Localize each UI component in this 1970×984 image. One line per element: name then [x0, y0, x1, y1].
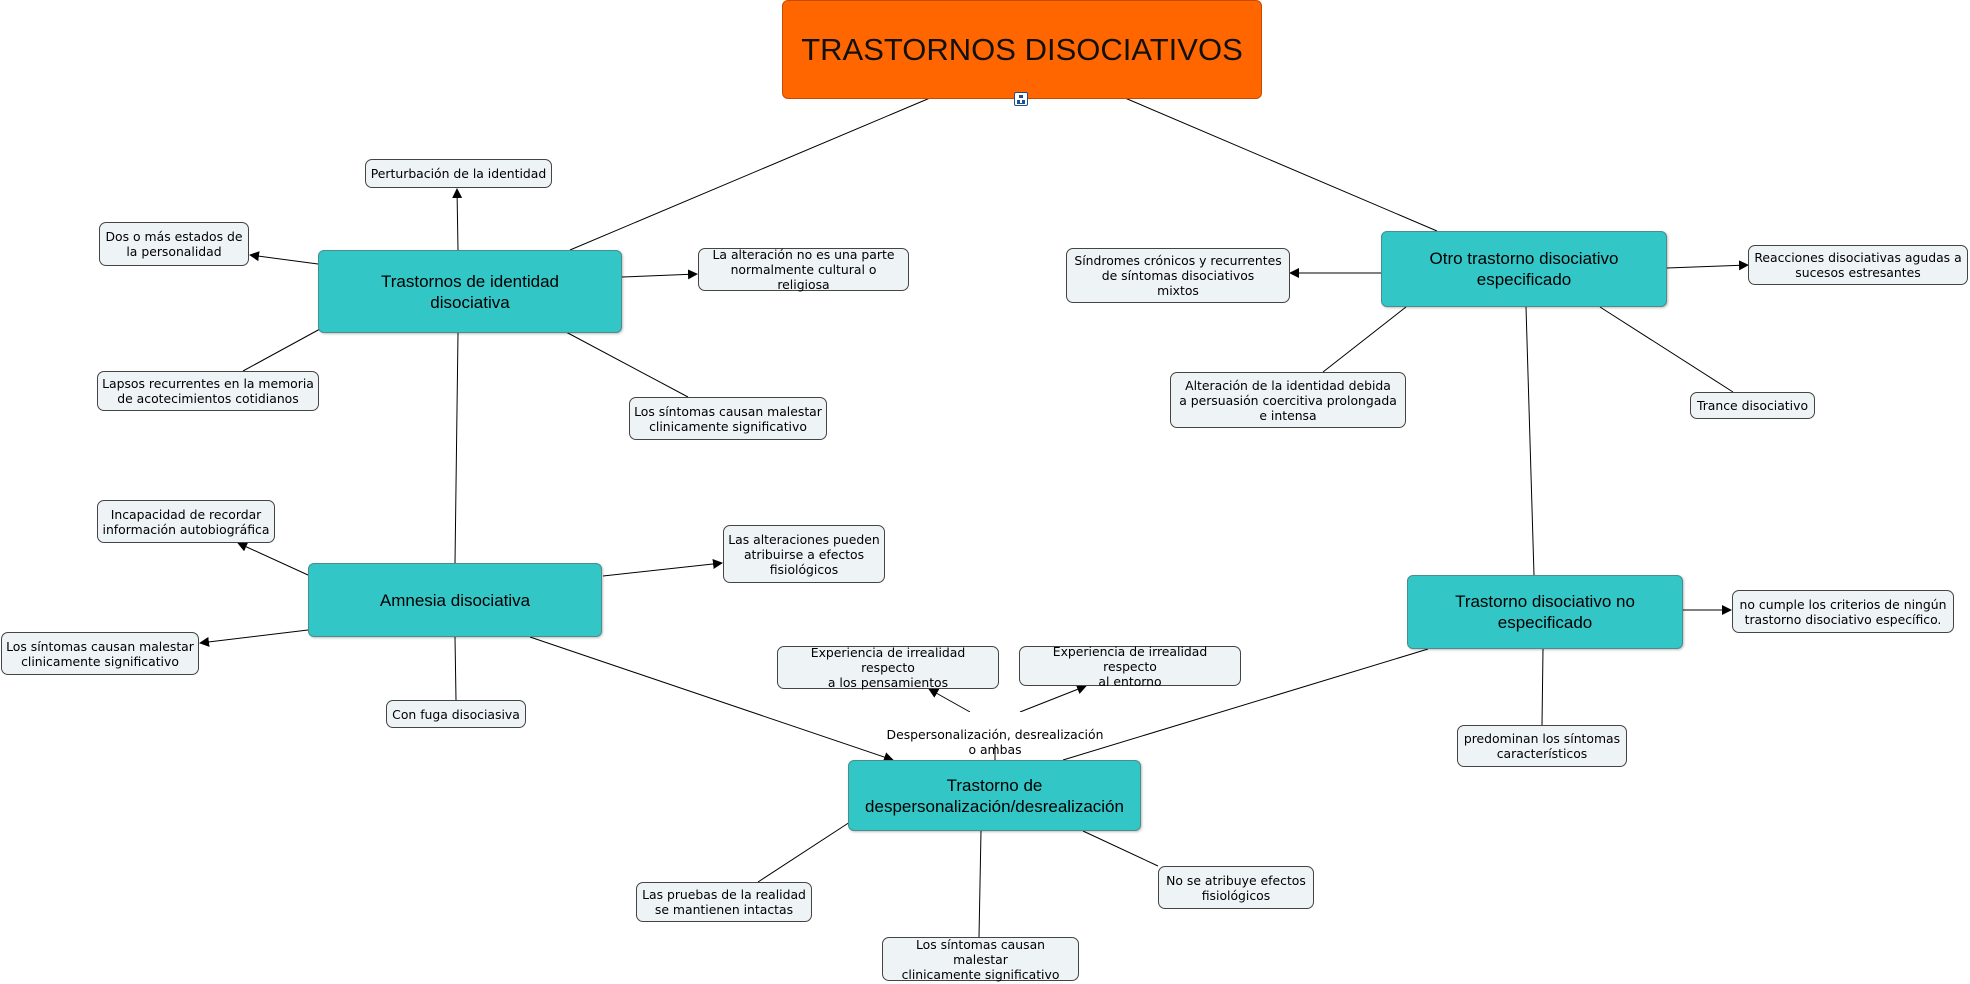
line-connector	[1062, 648, 1429, 761]
leaf-text: Con fuga disociasiva	[392, 706, 520, 722]
leaf-efectos-fisiologicos[interactable]: Las alteraciones pueden atribuirse a efe…	[723, 525, 885, 583]
line-connector	[454, 332, 459, 564]
node-no-especificado[interactable]: Trastorno disociativo no especificado	[1407, 575, 1683, 649]
leaf-text: No se atribuye efectos fisiológicos	[1166, 872, 1306, 903]
leaf-lapsos[interactable]: Lapsos recurrentes en la memoria de acot…	[97, 371, 319, 411]
leaf-text: no cumple los criterios de ningún trasto…	[1739, 596, 1947, 627]
line-connector	[565, 331, 689, 398]
leaf-reacciones[interactable]: Reacciones disociativas agudas a sucesos…	[1748, 245, 1968, 285]
leaf-fuga[interactable]: Con fuga disociasiva	[386, 700, 526, 728]
leaf-text: La alteración no es una parte normalment…	[712, 247, 895, 292]
line-connector	[978, 830, 982, 938]
node-label: Trastornos de identidad disociativa	[381, 271, 559, 312]
node-amnesia-disociativa[interactable]: Amnesia disociativa	[308, 563, 602, 637]
line-connector	[1322, 306, 1407, 373]
leaf-text: Reacciones disociativas agudas a sucesos…	[1754, 250, 1962, 280]
line-connector	[757, 821, 851, 883]
root-concept[interactable]: TRASTORNOS DISOCIATIVOS	[782, 0, 1262, 99]
leaf-text: Alteración de la identidad debida a pers…	[1179, 377, 1397, 423]
leaf-text: Los síntomas causan malestar clinicament…	[901, 936, 1060, 982]
leaf-predominan[interactable]: predominan los síntomas característicos	[1457, 725, 1627, 767]
leaf-text: Experiencia de irrealidad respecto a los…	[810, 645, 966, 690]
node-label: Trastorno disociativo no especificado	[1455, 592, 1635, 632]
leaf-text: Lapsos recurrentes en la memoria de acot…	[102, 376, 314, 406]
node-despersonalizacion[interactable]: Trastorno de despersonalización/desreali…	[848, 760, 1141, 831]
line-connector	[569, 97, 931, 251]
arrow-connector	[1019, 684, 1087, 713]
leaf-irrealidad-entorno[interactable]: Experiencia de irrealidad respecto al en…	[1019, 643, 1241, 689]
arrow-connector	[529, 636, 894, 762]
leaf-text: Perturbación de la identidad	[370, 166, 547, 181]
arrow-connector	[452, 188, 463, 251]
leaf-incapacidad[interactable]: Incapacidad de recordar información auto…	[97, 500, 275, 543]
leaf-sindromes[interactable]: Síndromes crónicos y recurrentes de sínt…	[1066, 248, 1290, 303]
line-connector	[1124, 97, 1438, 232]
leaf-text: Síndromes crónicos y recurrentes de sínt…	[1074, 253, 1282, 298]
leaf-text: Los síntomas causan malestar clinicament…	[634, 403, 822, 434]
link-label-despersonalizacion: Despersonalización, desrealización o amb…	[884, 712, 1106, 757]
leaf-text: predominan los síntomas característicos	[1463, 731, 1621, 761]
leaf-alteracion-cultural[interactable]: La alteración no es una parte normalment…	[698, 247, 909, 292]
arrow-connector	[249, 251, 319, 265]
leaf-text: Experiencia de irrealidad respecto al en…	[1052, 643, 1208, 689]
leaf-text: Las pruebas de la realidad se mantienen …	[642, 887, 806, 917]
link-label-text: Despersonalización, desrealización o amb…	[886, 727, 1104, 757]
leaf-malestar-despersonalizacion[interactable]: Los síntomas causan malestar clinicament…	[882, 936, 1079, 982]
line-connector	[1082, 830, 1159, 867]
node-label: Trastorno de despersonalización/desreali…	[865, 775, 1124, 816]
node-identidad-disociativa[interactable]: Trastornos de identidad disociativa	[318, 250, 622, 333]
arrow-connector	[199, 629, 309, 647]
leaf-text: Incapacidad de recordar información auto…	[102, 506, 270, 537]
leaf-alteracion-identidad[interactable]: Alteración de la identidad debida a pers…	[1170, 372, 1406, 428]
leaf-text: Dos o más estados de la personalidad	[105, 229, 243, 259]
line-connector	[1541, 648, 1544, 726]
leaf-text: Trance disociativo	[1696, 398, 1809, 413]
leaf-irrealidad-pensamientos[interactable]: Experiencia de irrealidad respecto a los…	[777, 645, 999, 690]
leaf-dos-estados[interactable]: Dos o más estados de la personalidad	[99, 222, 249, 266]
node-label: Amnesia disociativa	[379, 590, 531, 610]
leaf-malestar-identidad[interactable]: Los síntomas causan malestar clinicament…	[629, 397, 827, 440]
arrow-connector	[621, 269, 698, 280]
leaf-trance[interactable]: Trance disociativo	[1690, 392, 1815, 419]
arrow-connector	[1666, 260, 1749, 271]
line-connector	[1599, 306, 1734, 393]
root-title: TRASTORNOS DISOCIATIVOS	[801, 31, 1243, 67]
arrow-connector	[602, 559, 723, 577]
leaf-perturbacion-identidad[interactable]: Perturbación de la identidad	[365, 159, 552, 188]
leaf-malestar-amnesia[interactable]: Los síntomas causan malestar clinicament…	[1, 632, 199, 675]
arrow-connector	[237, 542, 309, 576]
arrow-connector	[928, 688, 971, 713]
node-otro-especificado[interactable]: Otro trastorno disociativo especificado	[1381, 231, 1667, 307]
line-connector	[454, 636, 457, 701]
line-connector	[242, 328, 321, 372]
node-label: Otro trastorno disociativo especificado	[1429, 249, 1619, 289]
leaf-text: Los síntomas causan malestar clinicament…	[6, 638, 194, 669]
leaf-no-cumple[interactable]: no cumple los criterios de ningún trasto…	[1732, 590, 1954, 633]
leaf-text: Las alteraciones pueden atribuirse a efe…	[728, 531, 880, 577]
leaf-pruebas-realidad[interactable]: Las pruebas de la realidad se mantienen …	[636, 882, 812, 922]
line-connector	[1525, 306, 1535, 576]
concept-map-icon[interactable]	[1014, 92, 1028, 106]
leaf-no-efectos[interactable]: No se atribuye efectos fisiológicos	[1158, 866, 1314, 909]
